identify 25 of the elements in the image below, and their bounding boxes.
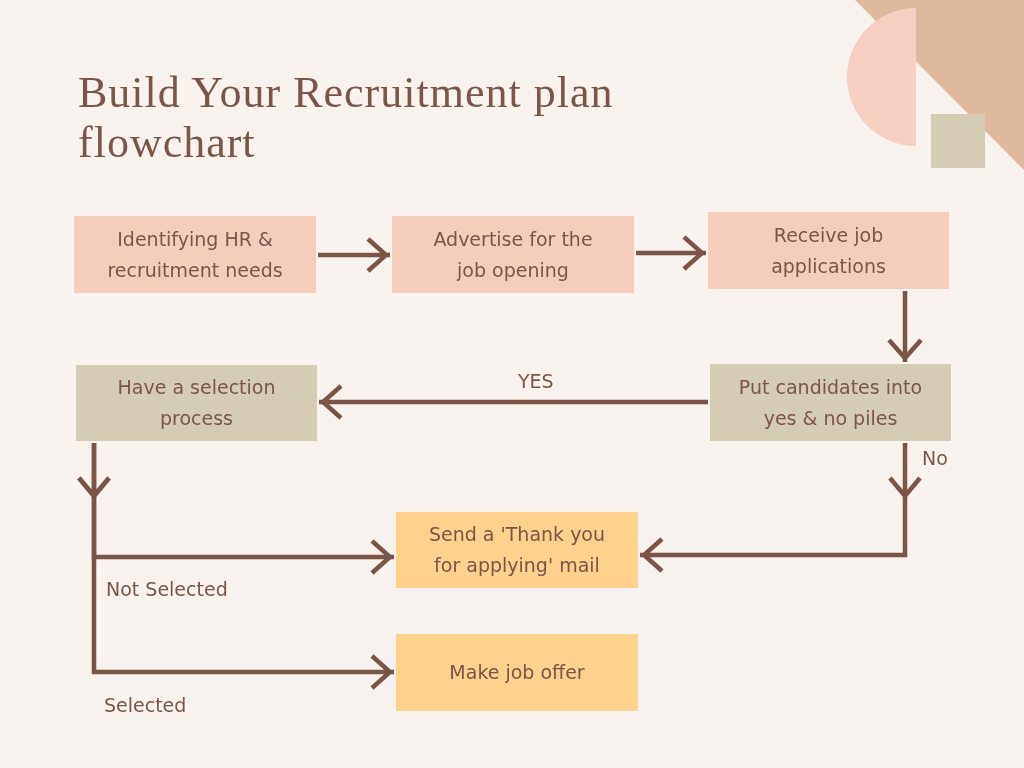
process-box: [74, 216, 316, 293]
process-box: [392, 216, 634, 293]
arrow: [886, 291, 924, 362]
box-text: Send a 'Thank you for applying' mail: [427, 522, 607, 578]
box-text: Identifying HR & recruitment needs: [106, 226, 284, 283]
arrow: [637, 440, 923, 574]
arrow: [636, 234, 706, 272]
box-text: Have a selection process: [116, 375, 277, 431]
edge-label: No: [922, 446, 948, 470]
arrow: [76, 440, 397, 691]
edge-label: YES: [518, 369, 554, 393]
box-text: Advertise for the job opening: [432, 226, 594, 283]
process-box: [708, 212, 949, 289]
process-box: [396, 512, 638, 588]
edge-label: Selected: [104, 693, 187, 717]
arrow: [318, 236, 390, 274]
edge-label: Not Selected: [106, 577, 228, 601]
title: Build Your Recruitment plan flowchart: [78, 68, 615, 168]
box-text: Make job offer: [449, 660, 585, 685]
arrow: [319, 383, 708, 421]
process-box: [710, 364, 951, 441]
process-box: [396, 634, 638, 711]
box-text: Put candidates into yes & no piles: [737, 374, 924, 431]
box-text: Receive job applications: [770, 222, 887, 279]
process-box: [76, 365, 317, 441]
